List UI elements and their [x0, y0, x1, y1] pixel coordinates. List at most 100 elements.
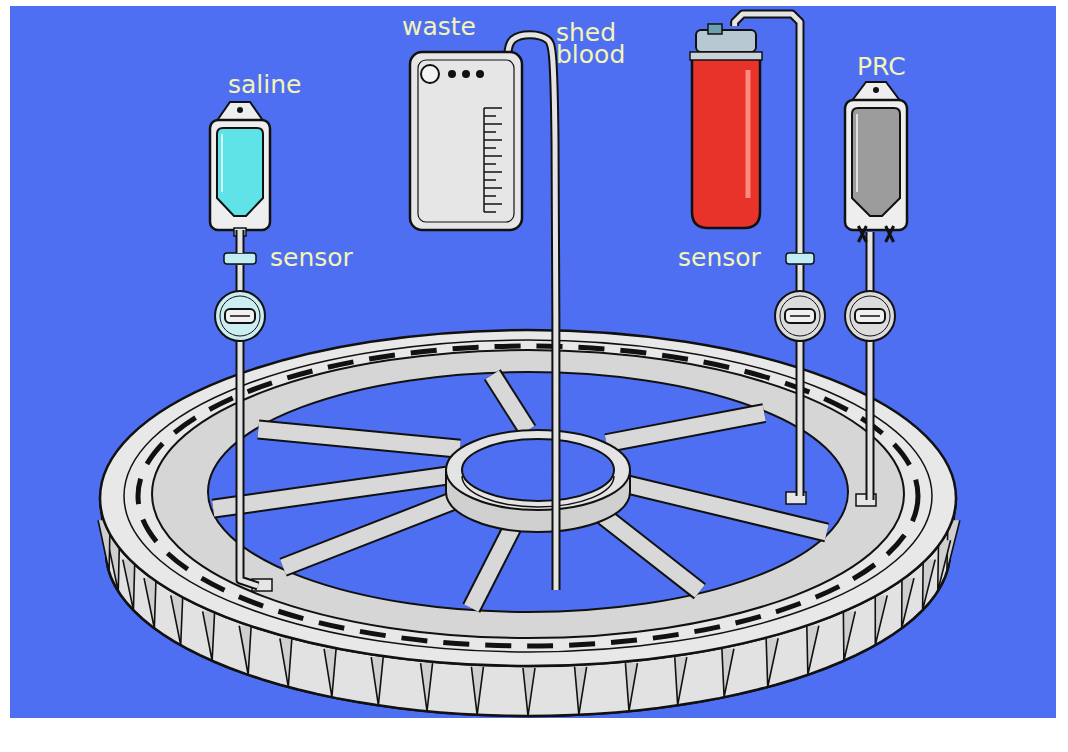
scale-mark: [484, 107, 502, 109]
bag-clamp: [886, 226, 894, 242]
centrifuge-bowl: [98, 330, 960, 716]
bowl-rib: [171, 595, 183, 645]
scale-axis: [483, 108, 485, 212]
bag-fluid: [852, 108, 900, 216]
saline-bag: saline: [210, 118, 270, 230]
scale-mark: [484, 155, 502, 157]
roller-pump: [845, 291, 895, 341]
pump-rotor: [855, 309, 885, 323]
bowl-rib: [371, 657, 383, 705]
bowl-rib: [324, 649, 336, 697]
pump-race: [850, 296, 890, 336]
bag-hole: [237, 107, 243, 113]
node-label: sensor: [270, 247, 353, 269]
bowl-groove: [124, 340, 932, 652]
bowl-rib: [722, 649, 734, 697]
spoke: [213, 476, 447, 509]
bowl-rib: [144, 578, 156, 628]
tube-connector: [240, 230, 241, 253]
scale-mark: [484, 147, 496, 149]
waste-bag: waste: [410, 52, 522, 230]
sensor-body: [786, 253, 814, 264]
bag-highlight: [856, 114, 858, 192]
spoke-outline: [492, 375, 527, 431]
node-label: saline: [228, 74, 301, 96]
tube-outline: [735, 14, 800, 253]
pump-rotor: [225, 309, 255, 323]
bowl-rib: [807, 626, 819, 675]
spoke: [258, 429, 460, 448]
hub-top: [446, 430, 630, 510]
bowl-rib: [902, 578, 914, 628]
bowl-rib: [575, 667, 587, 715]
pump-rotor-line: [230, 315, 250, 317]
bowl-inner-ring: [152, 350, 904, 638]
spoke: [606, 413, 764, 443]
tube-outline: [236, 230, 245, 253]
roller-pumps: [215, 291, 895, 341]
waste-bag-port: [421, 65, 439, 83]
bowl-rib: [280, 638, 292, 687]
pump-race: [220, 296, 260, 336]
bag-frame: [845, 100, 907, 230]
bag-hole: [873, 87, 879, 93]
scale-mark: [484, 187, 502, 189]
reservoir-port: [708, 24, 722, 34]
tubing: [240, 35, 870, 590]
bowl-rib: [843, 611, 855, 660]
hub-inner-edge: [462, 476, 614, 507]
bowl-rib: [938, 540, 951, 591]
bowl-rib: [523, 668, 535, 716]
bag-clamp: [858, 226, 866, 242]
scale-mark: [484, 123, 502, 125]
shed-blood-reservoir: shed blood: [690, 30, 762, 228]
pump-race: [780, 296, 820, 336]
scale-mark: [484, 179, 496, 181]
spoke-outline: [606, 413, 764, 443]
bowl-rib: [923, 560, 936, 611]
tube: [238, 230, 243, 253]
background: [10, 6, 1056, 718]
bowl-opening: [208, 372, 848, 612]
spoke-outline: [283, 496, 467, 568]
sensor: sensor: [224, 253, 256, 264]
sensor-body: [224, 253, 256, 264]
waste-bag-dot: [462, 70, 470, 78]
prc-bag-outline: [845, 98, 907, 230]
roller-pump: [215, 291, 265, 341]
waste-bag-dot: [448, 70, 456, 78]
prc-line-outline: [866, 232, 875, 500]
reservoir-body: [692, 56, 760, 228]
scale-mark: [484, 115, 496, 117]
saline-bag-outline: [210, 118, 270, 230]
pump-rotor: [785, 309, 815, 323]
bag-fluid: [217, 128, 263, 216]
bowl-rib: [471, 667, 483, 715]
reservoir-highlight: [746, 70, 751, 198]
waste-bag-body: [410, 52, 522, 230]
scale-mark: [484, 203, 502, 205]
bag-highlight: [221, 134, 223, 192]
sensor: sensor: [786, 253, 814, 264]
node-label: shed blood: [556, 22, 674, 66]
tube: [735, 14, 800, 253]
scale-mark: [484, 171, 502, 173]
bowl-rim: [100, 330, 956, 666]
scale-mark: [484, 163, 496, 165]
sensor-outline: [224, 253, 256, 264]
prc-bag: PRC: [845, 98, 907, 230]
scale-mark: [484, 131, 496, 133]
bowl-rib: [875, 595, 887, 645]
scale-mark: [484, 139, 502, 141]
shed-blood-reservoir-outline: [690, 30, 762, 228]
bowl-rib: [239, 626, 251, 675]
spoke: [283, 496, 467, 568]
bowl-rib: [203, 611, 215, 660]
bag-outlet: [234, 228, 246, 236]
scale-mark: [484, 195, 496, 197]
pump-rotor-line: [860, 315, 880, 317]
